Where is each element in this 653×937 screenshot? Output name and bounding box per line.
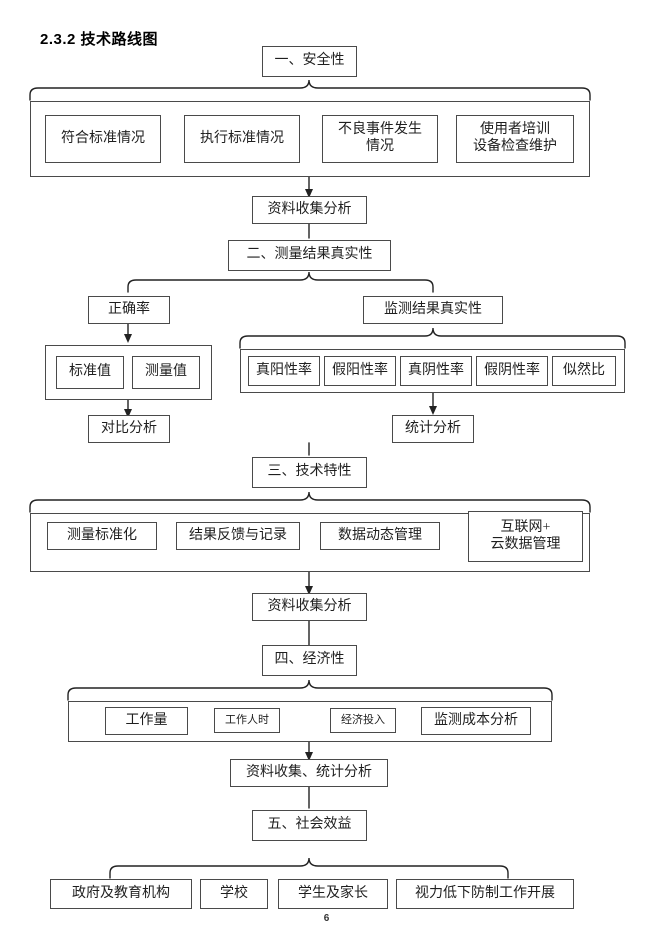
item-economy-workload[interactable]: 工作量 bbox=[105, 707, 188, 735]
item-social-2[interactable]: 学生及家长 bbox=[278, 879, 388, 909]
section-header-safety[interactable]: 一、安全性 bbox=[262, 46, 357, 77]
brace-s2-right bbox=[239, 327, 626, 349]
item-safety-2[interactable]: 不良事件发生 情况 bbox=[322, 115, 438, 163]
output-accuracy[interactable]: 对比分析 bbox=[88, 415, 170, 443]
item-social-3[interactable]: 视力低下防制工作开展 bbox=[396, 879, 574, 909]
item-technical-0[interactable]: 测量标准化 bbox=[47, 522, 157, 550]
item-accuracy-0[interactable]: 标准值 bbox=[56, 356, 124, 389]
item-validity-2[interactable]: 真阴性率 bbox=[400, 356, 472, 386]
output-economy[interactable]: 资料收集、统计分析 bbox=[230, 759, 388, 787]
section-header-social[interactable]: 五、社会效益 bbox=[252, 810, 367, 841]
section-header-technical[interactable]: 三、技术特性 bbox=[252, 457, 367, 488]
section-header-validity[interactable]: 二、测量结果真实性 bbox=[228, 240, 391, 271]
item-safety-3[interactable]: 使用者培训 设备检查维护 bbox=[456, 115, 574, 163]
branch-header-monitor-validity[interactable]: 监测结果真实性 bbox=[363, 296, 503, 324]
output-statistics[interactable]: 统计分析 bbox=[392, 415, 474, 443]
brace-s2 bbox=[127, 271, 434, 293]
item-social-1[interactable]: 学校 bbox=[200, 879, 268, 909]
brace-s1 bbox=[29, 79, 591, 101]
item-economy-investment[interactable]: 经济投入 bbox=[330, 708, 396, 733]
brace-s5 bbox=[109, 857, 509, 879]
item-technical-3[interactable]: 互联网+ 云数据管理 bbox=[468, 511, 583, 562]
item-safety-0[interactable]: 符合标准情况 bbox=[45, 115, 161, 163]
item-economy-cost-analysis[interactable]: 监测成本分析 bbox=[421, 707, 531, 735]
item-validity-4[interactable]: 似然比 bbox=[552, 356, 616, 386]
item-social-0[interactable]: 政府及教育机构 bbox=[50, 879, 192, 909]
item-validity-1[interactable]: 假阳性率 bbox=[324, 356, 396, 386]
page-title: 2.3.2 技术路线图 bbox=[40, 31, 159, 48]
item-technical-2[interactable]: 数据动态管理 bbox=[320, 522, 440, 550]
output-technical[interactable]: 资料收集分析 bbox=[252, 593, 367, 621]
item-economy-manhours[interactable]: 工作人时 bbox=[214, 708, 280, 733]
brace-s3 bbox=[29, 491, 591, 513]
output-safety[interactable]: 资料收集分析 bbox=[252, 196, 367, 224]
brace-s4 bbox=[67, 679, 553, 701]
branch-header-accuracy[interactable]: 正确率 bbox=[88, 296, 170, 324]
item-validity-0[interactable]: 真阳性率 bbox=[248, 356, 320, 386]
item-validity-3[interactable]: 假阴性率 bbox=[476, 356, 548, 386]
item-accuracy-1[interactable]: 测量值 bbox=[132, 356, 200, 389]
page-number: 6 bbox=[323, 913, 330, 924]
item-safety-1[interactable]: 执行标准情况 bbox=[184, 115, 300, 163]
section-header-economy[interactable]: 四、经济性 bbox=[262, 645, 357, 676]
item-technical-1[interactable]: 结果反馈与记录 bbox=[176, 522, 300, 550]
